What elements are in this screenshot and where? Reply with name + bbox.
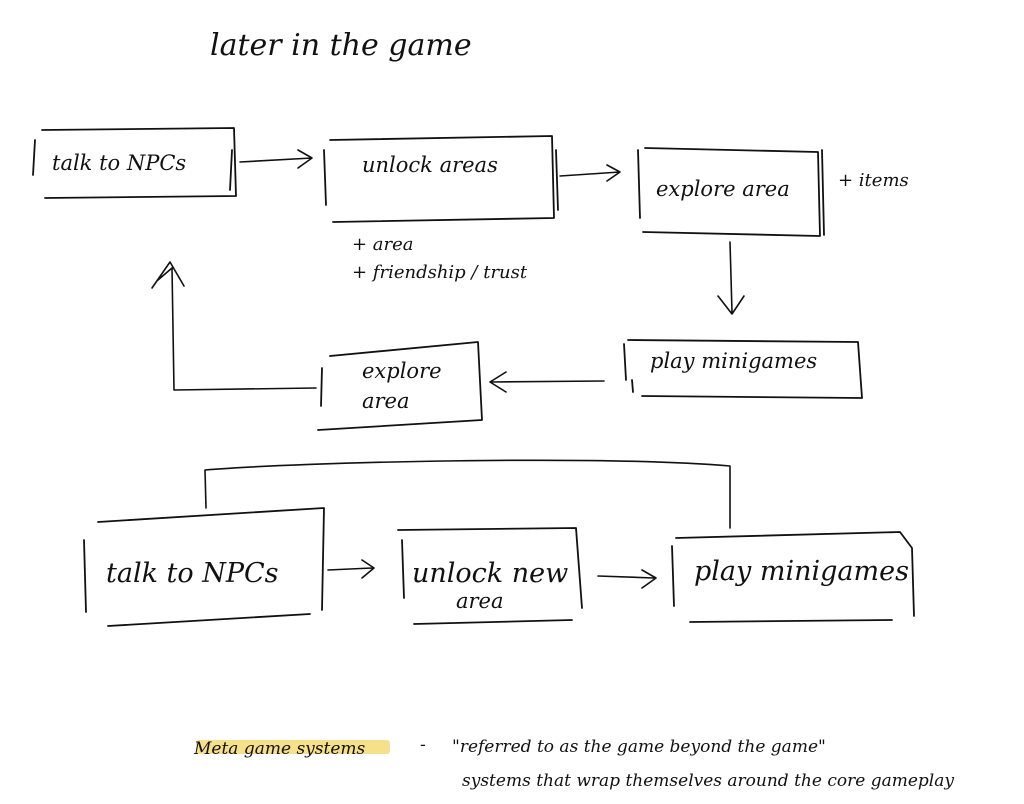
arrow-return-to-start (151, 261, 317, 391)
arrow-unlock2-to-minigames (597, 569, 657, 589)
box-talk-npcs (32, 127, 237, 199)
diagram-title: later in the game (210, 28, 472, 63)
box-explore-area (637, 147, 825, 237)
label-unlock-new-line1: unlock new (412, 558, 568, 589)
note-friendship: + friendship / trust (352, 262, 528, 283)
term-highlight (196, 740, 390, 754)
loop2-connector (204, 459, 731, 529)
label-explore-area: explore area (656, 177, 790, 201)
label-explore-area-2-line2: area (362, 389, 410, 413)
box-talk-npcs-2 (83, 507, 325, 627)
label-talk-npcs-2: talk to NPCs (106, 558, 279, 589)
note-items: + items (838, 170, 909, 191)
arrow-unlock-to-explore (559, 164, 621, 182)
arrow-minigames-to-explore (489, 371, 605, 393)
footnote-line1: "referred to as the game beyond the game… (452, 737, 826, 757)
label-play-minigames: play minigames (650, 349, 817, 373)
note-area: + area (352, 234, 414, 255)
label-unlock-areas: unlock areas (362, 153, 498, 177)
box-unlock-new-area (397, 527, 583, 625)
label-explore-area-2-line1: explore (362, 359, 442, 383)
box-explore-area-2 (317, 341, 483, 431)
footnote-line2: systems that wrap themselves around the … (462, 771, 954, 791)
label-play-minigames-2: play minigames (694, 556, 909, 587)
arrow-explore-to-minigames (717, 241, 745, 315)
arrow-talk2-to-unlock (327, 559, 375, 579)
footnote-dash: - (420, 735, 426, 755)
label-talk-npcs: talk to NPCs (52, 151, 186, 175)
footnote-term: Meta game systems (193, 739, 366, 759)
label-unlock-new-line2: area (456, 589, 504, 613)
box-play-minigames (623, 339, 863, 399)
box-play-minigames-2 (671, 531, 915, 623)
box-unlock-areas (323, 135, 559, 223)
arrow-talk-to-unlock (239, 149, 313, 169)
